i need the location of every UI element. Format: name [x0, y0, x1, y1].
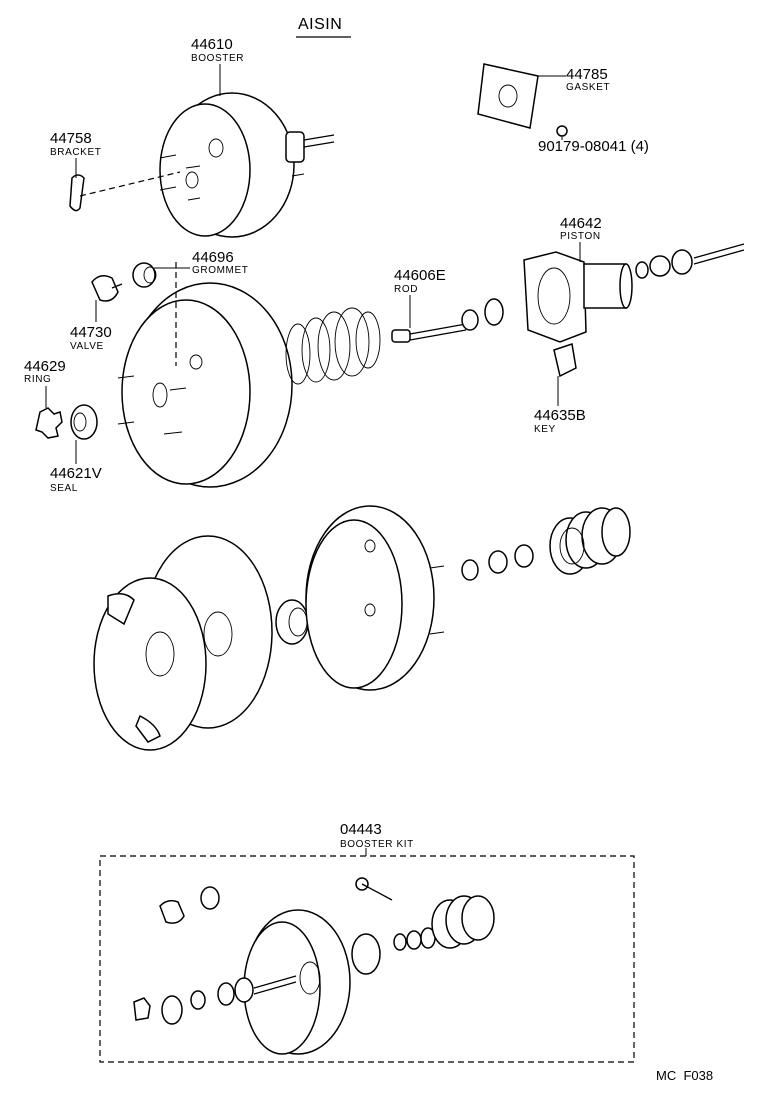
rod-name: ROD [394, 284, 418, 295]
gasket-number: 44785 [566, 66, 608, 83]
seal-number: 44621V [50, 465, 102, 482]
label-nut: 90179-08041 (4) [538, 137, 649, 155]
diaphragm-plate-part [305, 505, 445, 691]
bellows-part [549, 507, 631, 575]
label-seal: 44621V SEAL [50, 440, 102, 494]
valve-number: 44730 [70, 324, 112, 341]
key-number: 44635B [534, 407, 586, 424]
ring-name: RING [24, 374, 51, 385]
booster-number: 44610 [191, 36, 233, 53]
ring-number: 44629 [24, 358, 66, 375]
washers-part [461, 544, 534, 581]
label-rod: 44606E ROD [394, 267, 446, 328]
label-piston: 44642 PISTON [560, 215, 602, 262]
piston-part [523, 243, 745, 343]
booster-kit-name: BOOSTER KIT [340, 839, 414, 850]
spring-part [285, 307, 381, 385]
label-key: 44635B KEY [534, 376, 586, 435]
piston-number: 44642 [560, 215, 602, 232]
label-valve: 44730 VALVE [70, 300, 112, 352]
seal-name: SEAL [50, 483, 78, 494]
seal-part [70, 404, 98, 440]
bracket-name: BRACKET [50, 147, 101, 158]
gasket-name: GASKET [566, 82, 610, 93]
front-shell-part [93, 535, 273, 751]
key-name: KEY [534, 424, 556, 435]
diagram-code: MC F038 [656, 1068, 713, 1083]
grommet-number: 44696 [192, 249, 234, 266]
booster-kit-contents [133, 877, 495, 1055]
grommet-name: GROMMET [192, 265, 248, 276]
ring-part [35, 407, 63, 439]
valve-name: VALVE [70, 341, 104, 352]
rod-number: 44606E [394, 267, 446, 284]
label-booster: 44610 BOOSTER [191, 36, 244, 96]
valve-part [91, 275, 123, 302]
label-ring: 44629 RING [24, 358, 66, 408]
nut-number: 90179-08041 (4) [538, 138, 649, 155]
label-gasket: 44785 GASKET [566, 66, 610, 93]
label-booster-kit: 04443 BOOSTER KIT [340, 821, 414, 850]
booster-name: BOOSTER [191, 53, 244, 64]
gasket-part [477, 63, 568, 137]
rear-shell-part [117, 262, 293, 488]
brand-title: AISIN [298, 16, 342, 33]
bracket-number: 44758 [50, 130, 92, 147]
piston-name: PISTON [560, 231, 601, 242]
key-part [553, 343, 577, 378]
diaphragm-seal-part [275, 599, 309, 645]
booster-assembly-drawing [159, 92, 335, 238]
grommet-part [132, 262, 157, 288]
rod-part [391, 298, 504, 343]
label-grommet: 44696 GROMMET [154, 249, 248, 276]
label-bracket: 44758 BRACKET [50, 130, 101, 178]
booster-kit-number: 04443 [340, 821, 382, 838]
